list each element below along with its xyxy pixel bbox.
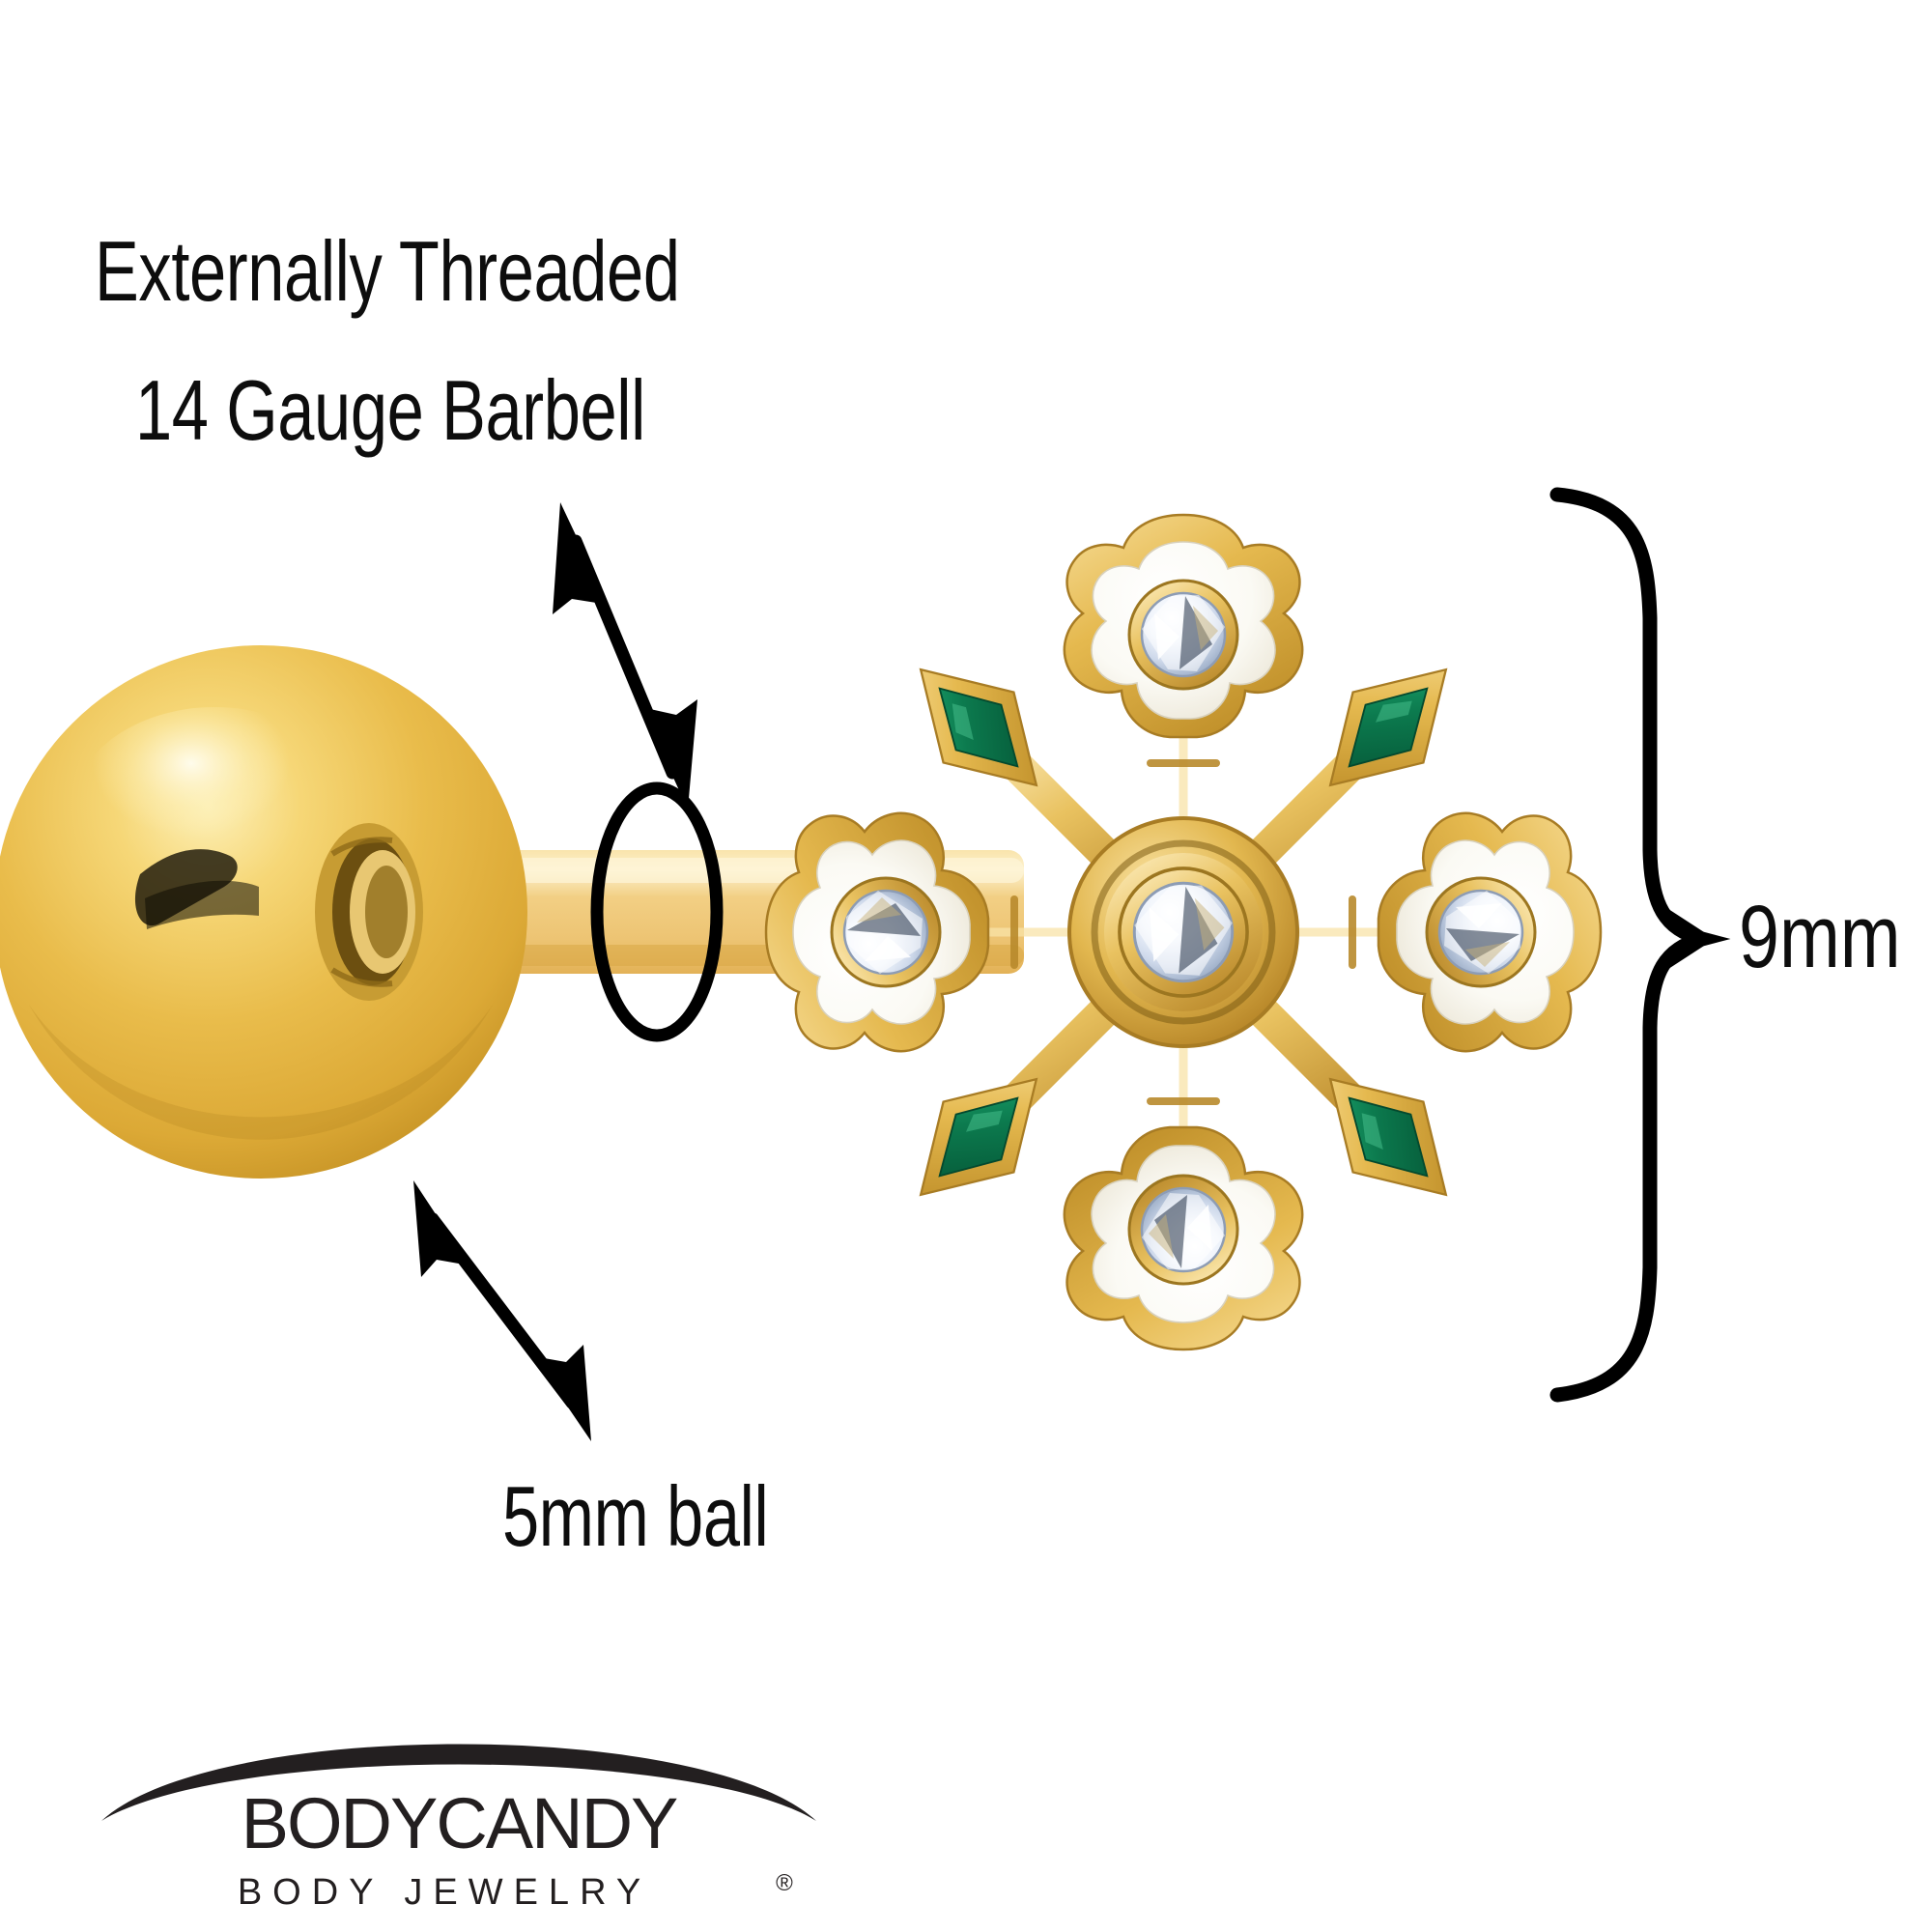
gauge-barbell-label: 14 Gauge Barbell [135, 362, 645, 458]
threaded-callout-arrow-icon [553, 502, 697, 810]
petal-crystal-top [1127, 579, 1239, 691]
shaft-gauge-ellipse-icon [590, 781, 724, 1042]
charm-center [1067, 816, 1299, 1048]
petal-crystal-right [1425, 876, 1537, 988]
logo-secondary-text: BODY JEWELRY [238, 1872, 651, 1913]
center-crystal [1118, 867, 1249, 998]
snowflake-flower-charm [764, 513, 1603, 1351]
barbell-ball [0, 645, 527, 1179]
ball-callout-arrow-icon [413, 1180, 591, 1441]
petal-crystal-left [830, 876, 942, 988]
externally-threaded-label: Externally Threaded [95, 223, 680, 319]
charm-diameter-label: 9mm [1739, 888, 1901, 986]
charm-size-brace-icon [1549, 487, 1731, 1403]
logo-primary-text: BODYCANDY [242, 1783, 677, 1863]
logo-arc-icon [101, 1744, 816, 1821]
ball-size-label: 5mm ball [502, 1468, 769, 1564]
bodycandy-logo: BODYCANDY BODY JEWELRY ® [101, 1744, 816, 1913]
logo-registered-trademark-icon: ® [776, 1870, 793, 1896]
petal-crystal-bottom [1127, 1174, 1239, 1286]
